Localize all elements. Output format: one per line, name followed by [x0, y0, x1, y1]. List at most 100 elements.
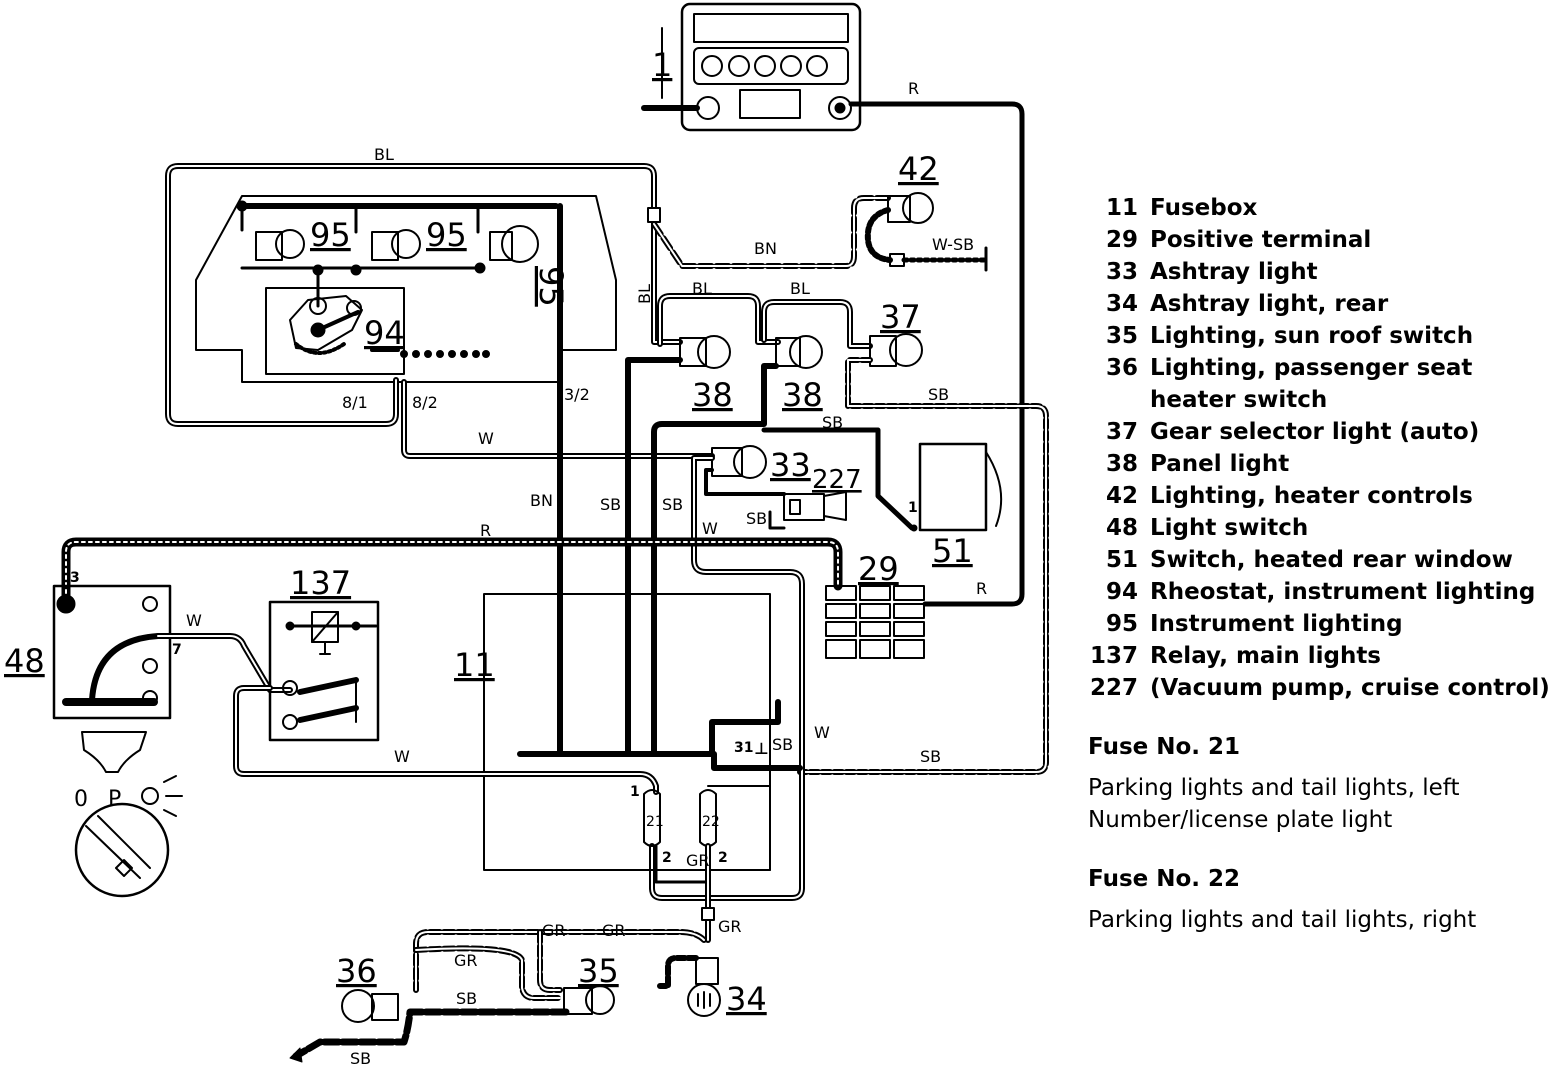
- instrument-cluster: [195, 195, 617, 383]
- wire-label: GR: [454, 951, 478, 970]
- label-component-38b: 38: [782, 376, 823, 414]
- fuse-number: 22: [702, 814, 720, 830]
- wire-label: SB: [822, 413, 843, 432]
- legend-item-number: 48: [1105, 515, 1138, 541]
- legend-item-text: Relay, main lights: [1150, 643, 1381, 669]
- label-component-95a: 95: [310, 216, 351, 254]
- legend-item-number: 42: [1105, 483, 1138, 509]
- legend-item-number: 38: [1105, 451, 1138, 477]
- wire-label: GR: [686, 851, 710, 870]
- pin-label: 8/1: [342, 393, 368, 412]
- label-component-37: 37: [880, 298, 921, 336]
- legend-item: 94 Rheostat, instrument lighting: [1080, 576, 1560, 608]
- legend-item-number: 34: [1105, 291, 1138, 317]
- legend-item-number: 33: [1105, 259, 1138, 285]
- wire-label: BL: [374, 145, 394, 164]
- pin-label: ⊥: [754, 739, 769, 758]
- label-component-36: 36: [336, 952, 377, 990]
- pin-label: 1: [908, 500, 918, 516]
- wire-label: W: [814, 723, 830, 742]
- fuse-number: 21: [646, 814, 664, 830]
- fuse-note: Fuse No. 22 Parking lights and tail light…: [1080, 862, 1560, 936]
- legend-item-text: Positive terminal: [1150, 227, 1372, 253]
- label-component-95b: 95: [426, 216, 467, 254]
- fuse-note-line: Parking lights and tail lights, right: [1088, 907, 1477, 933]
- legend-item-number: 37: [1105, 419, 1138, 445]
- label-component-42: 42: [898, 150, 939, 188]
- wire-label: SB: [746, 509, 767, 528]
- component-34-bulb: [657, 955, 721, 1017]
- wire-label: GR: [602, 921, 626, 940]
- label-component-95c: 95: [532, 266, 570, 307]
- component-38b-bulb: [775, 335, 823, 369]
- fuse-22: [699, 789, 717, 847]
- pin-label: 1: [630, 784, 640, 800]
- legend-item: 34 Ashtray light, rear: [1080, 288, 1560, 320]
- wire-label: W: [186, 611, 202, 630]
- component-48-switch: [52, 584, 183, 898]
- label-component-35: 35: [578, 952, 619, 990]
- wire-label: SB: [928, 385, 949, 404]
- component-1-panel: [641, 2, 862, 132]
- label-component-137: 137: [290, 564, 351, 602]
- component-11-fusebox: [483, 593, 771, 871]
- label-component-34: 34: [726, 980, 767, 1018]
- wire-label: BL: [692, 279, 712, 298]
- pin-label: 3/2: [564, 385, 590, 404]
- component-42-bulb: [864, 192, 989, 272]
- wire-label: GR: [542, 921, 566, 940]
- label-component-48: 48: [4, 642, 45, 680]
- component-38a-bulb: [679, 335, 731, 369]
- legend-item-text: Fusebox: [1150, 195, 1258, 221]
- legend-item-text: Instrument lighting: [1150, 611, 1403, 637]
- legend-item: 35 Lighting, sun roof switch: [1080, 320, 1560, 352]
- legend-item-text: Ashtray light: [1150, 259, 1318, 285]
- legend-item-number: 95: [1105, 611, 1138, 637]
- legend-item-number: 36: [1105, 355, 1138, 381]
- fuse-note-title: Fuse No. 21: [1088, 734, 1241, 760]
- fuse-21: [643, 789, 661, 847]
- wire-label: W: [478, 429, 494, 448]
- wiring-diagram: 1 42 95 95 95 94 37 38 38 33 227 51 29 1…: [4, 2, 1049, 1068]
- wire-label: BN: [530, 491, 553, 510]
- legend-item-text: Rheostat, instrument lighting: [1150, 579, 1536, 605]
- label-component-33: 33: [770, 446, 811, 484]
- switch-position-off: 0: [74, 787, 88, 812]
- component-137-relay: [268, 600, 380, 742]
- legend-item-text: Ashtray light, rear: [1150, 291, 1389, 317]
- legend-item-number: 51: [1105, 547, 1138, 573]
- label-component-227: 227: [812, 465, 862, 495]
- component-35-bulb: [563, 985, 615, 1015]
- pin-label: 7: [172, 642, 182, 658]
- legend-item-number: 29: [1105, 227, 1138, 253]
- wire-label: SB: [920, 747, 941, 766]
- wire-label: R: [908, 79, 919, 98]
- legend-item-text: Light switch: [1150, 515, 1309, 541]
- label-component-38a: 38: [692, 376, 733, 414]
- legend-item-number: 94: [1105, 579, 1138, 605]
- legend-item: 33 Ashtray light: [1080, 256, 1560, 288]
- wire-label: SB: [350, 1049, 371, 1068]
- label-component-11: 11: [454, 646, 495, 684]
- component-227-pump: [768, 491, 847, 530]
- switch-position-parking: P: [108, 787, 121, 812]
- component-29-terminal: [825, 585, 925, 659]
- legend-item-text: Lighting, sun roof switch: [1150, 323, 1474, 349]
- pin-label: 2: [662, 850, 672, 866]
- wire-label: SB: [600, 495, 621, 514]
- legend-item-number: 227: [1089, 675, 1138, 701]
- label-component-29: 29: [858, 550, 899, 588]
- fuse-note-description: Parking lights and tail lights, right: [1080, 904, 1560, 936]
- wire-label: BN: [754, 239, 777, 258]
- legend-item: 29 Positive terminal: [1080, 224, 1560, 256]
- legend-item-text: (Vacuum pump, cruise control): [1150, 675, 1550, 701]
- fuse-note-title: Fuse No. 22: [1088, 866, 1241, 892]
- legend-item: 95 Instrument lighting: [1080, 608, 1560, 640]
- legend-item-number: 35: [1105, 323, 1138, 349]
- component-51-switch: [910, 442, 1003, 532]
